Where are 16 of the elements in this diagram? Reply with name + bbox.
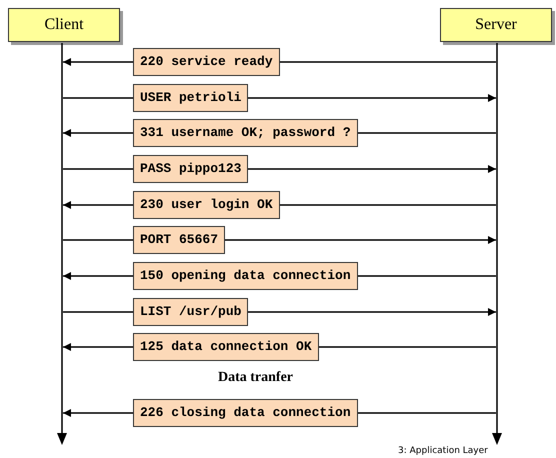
message-label: USER petrioli (133, 84, 248, 112)
message-label: 331 username OK; password ? (133, 119, 358, 147)
message-label: 226 closing data connection (133, 399, 358, 427)
lifeline-arrow (492, 43, 502, 445)
lifeline-arrow (57, 43, 67, 445)
message-label: 150 opening data connection (133, 262, 358, 290)
message-label: 125 data connection OK (133, 333, 319, 361)
message-label: 220 service ready (133, 48, 280, 76)
message-label: PORT 65667 (133, 226, 226, 254)
message-label: LIST /usr/pub (133, 298, 248, 326)
message-label: 230 user login OK (133, 191, 280, 219)
footer-text: 3: Application Layer (398, 446, 488, 456)
participant-box: Client (8, 8, 120, 42)
section-label: Data tranfer (218, 370, 294, 386)
participant-box: Server (440, 8, 552, 42)
message-label: PASS pippo123 (133, 155, 248, 183)
